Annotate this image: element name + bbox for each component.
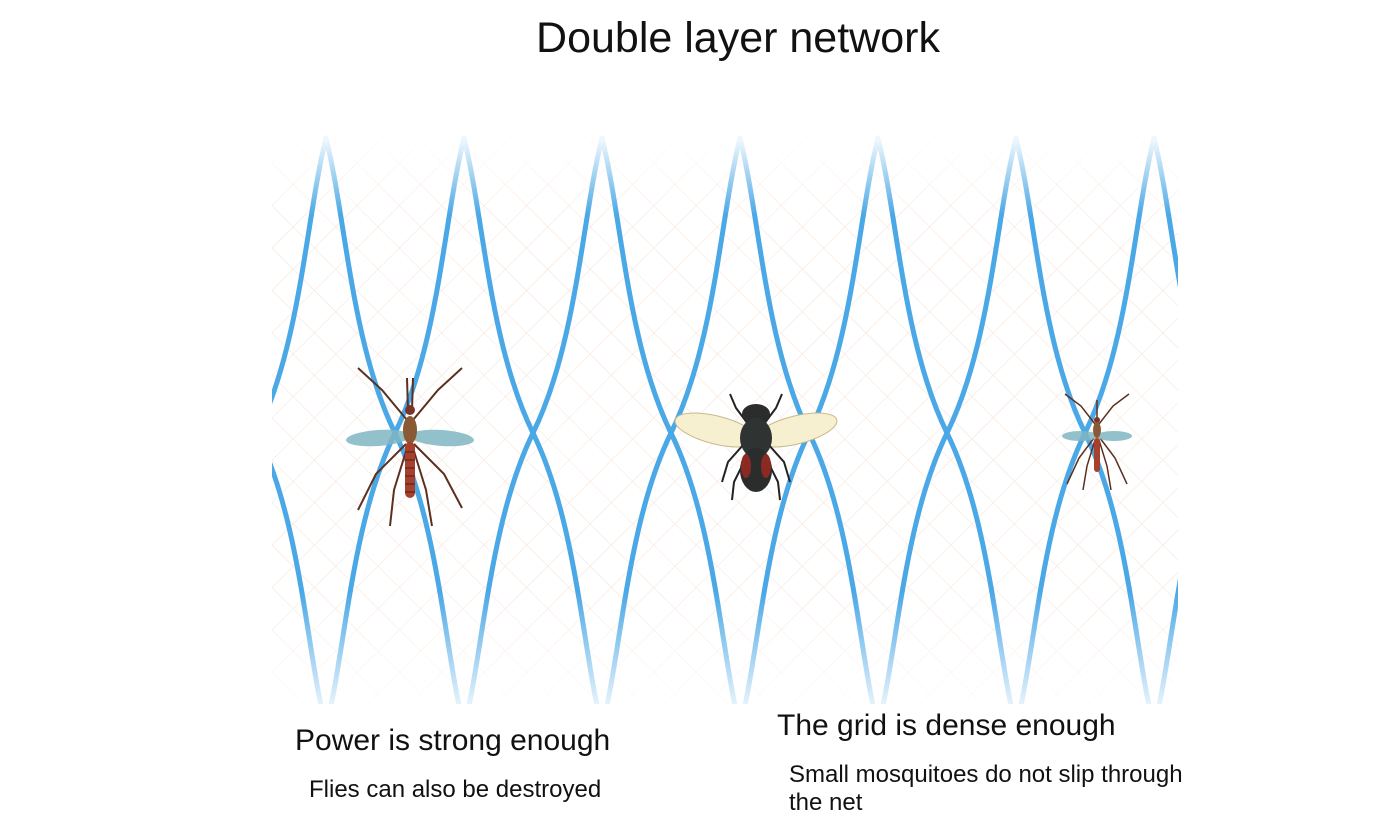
housefly (674, 393, 838, 501)
mesh-illustration (272, 78, 1178, 704)
right-caption-detail: Small mosquitoes do not slip through the… (789, 761, 1183, 816)
mesh-fade-overlay (272, 78, 1178, 704)
left-caption-detail: Flies can also be destroyed (309, 776, 602, 803)
page-title: Double layer network (536, 14, 940, 62)
right-caption-heading: The grid is dense enough (777, 709, 1116, 742)
mesh-graphic (272, 78, 1178, 704)
large-mosquito (346, 367, 474, 527)
small-mosquito (1062, 393, 1132, 491)
left-caption-heading: Power is strong enough (295, 724, 611, 757)
